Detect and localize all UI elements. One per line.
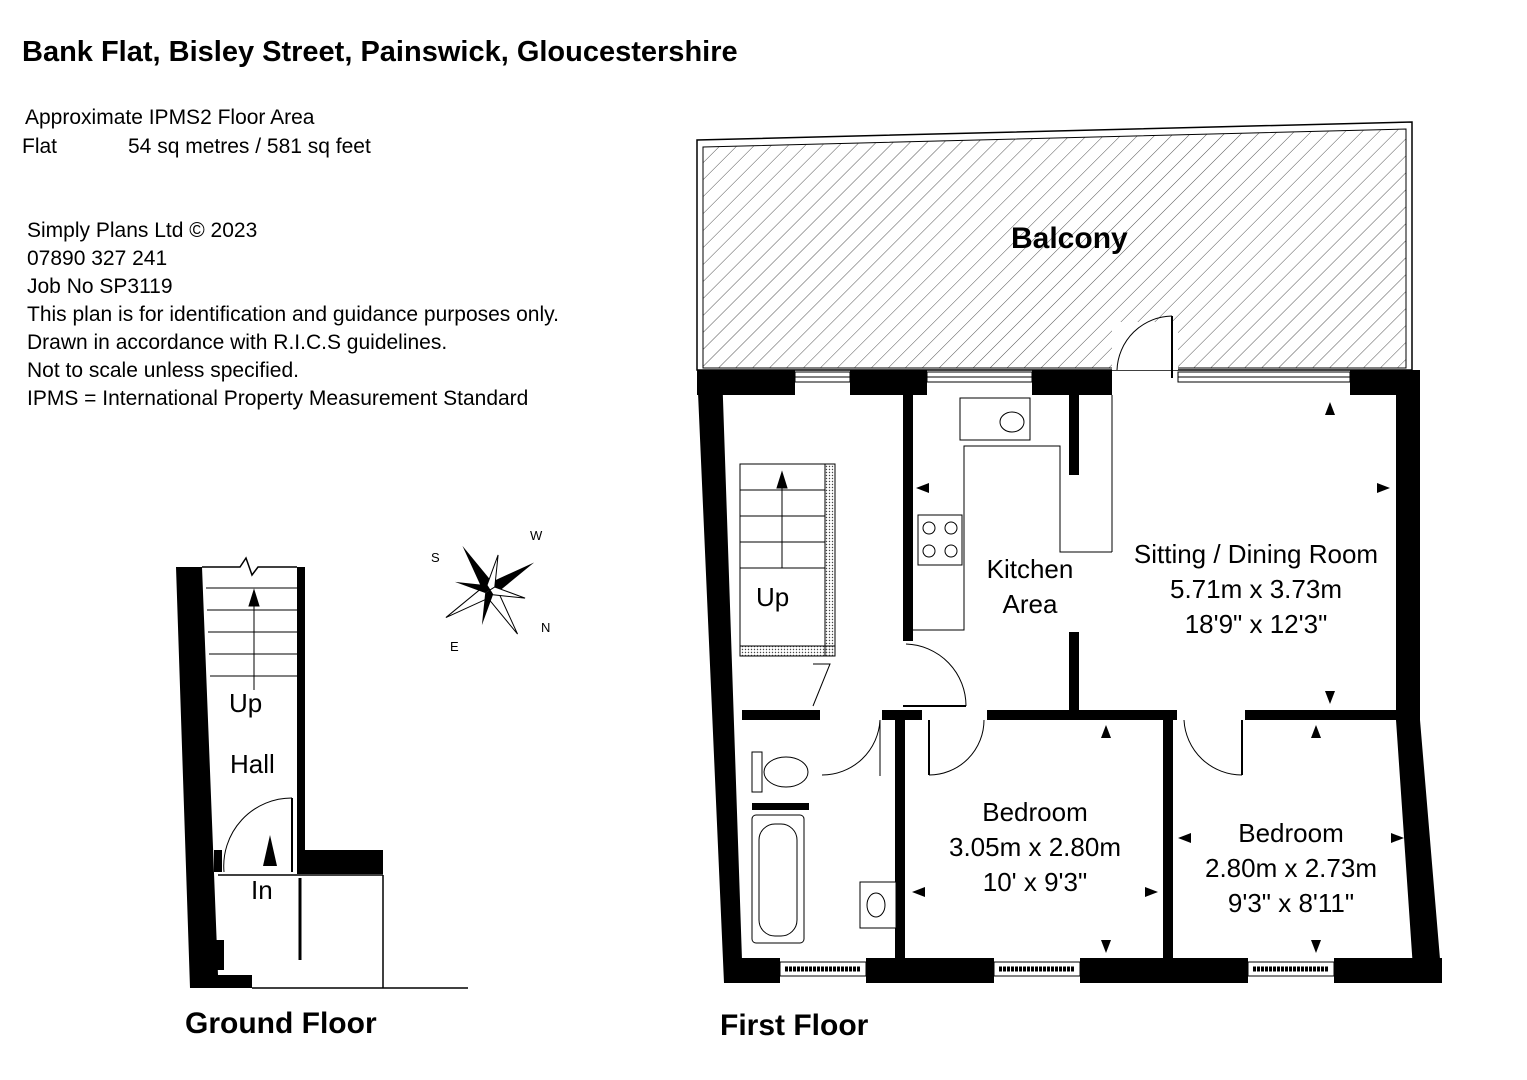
bedroom2-name: Bedroom bbox=[1238, 818, 1344, 848]
first-floor-label: First Floor bbox=[720, 1009, 869, 1042]
first-floor-plan bbox=[696, 121, 1442, 983]
compass-n: N bbox=[541, 620, 550, 635]
first-door-swings bbox=[812, 643, 1243, 776]
area-heading: Approximate IPMS2 Floor Area bbox=[25, 106, 315, 129]
bedroom2-label: Bedroom 2.80m x 2.73m 9'3" x 8'11" bbox=[1186, 816, 1396, 921]
compass-e: E bbox=[450, 639, 459, 654]
area-row-value: 54 sq metres / 581 sq feet bbox=[128, 135, 371, 158]
bedroom1-label: Bedroom 3.05m x 2.80m 10' x 9'3" bbox=[930, 795, 1140, 900]
bedroom1-name: Bedroom bbox=[982, 797, 1088, 827]
credits-block: Simply Plans Ltd © 2023 07890 327 241 Jo… bbox=[27, 217, 559, 413]
sitting-room-label: Sitting / Dining Room 5.71m x 3.73m 18'9… bbox=[1116, 537, 1396, 642]
credit-rics: Drawn in accordance with R.I.C.S guideli… bbox=[27, 331, 448, 354]
ground-stair-break-line bbox=[202, 556, 297, 577]
first-stairs bbox=[739, 463, 836, 657]
credit-phone: 07890 327 241 bbox=[27, 247, 168, 270]
bedroom2-imperial: 9'3" x 8'11" bbox=[1227, 888, 1355, 918]
kitchen-label-line1: Kitchen bbox=[986, 554, 1074, 584]
ground-stairs-label: Up bbox=[229, 688, 263, 718]
first-stairs-label: Up bbox=[756, 582, 790, 612]
sitting-room-imperial: 18'9" x 12'3" bbox=[1184, 609, 1328, 639]
balcony-label: Balcony bbox=[1011, 222, 1128, 255]
ground-left-wall bbox=[176, 567, 252, 988]
credit-ipms: IPMS = International Property Measuremen… bbox=[27, 387, 529, 410]
ground-stairs bbox=[206, 587, 297, 690]
bathroom-fixtures bbox=[751, 751, 897, 944]
ground-floor-label: Ground Floor bbox=[185, 1007, 377, 1040]
credit-job: Job No SP3119 bbox=[27, 275, 173, 298]
first-windows bbox=[779, 371, 1351, 977]
compass-rose bbox=[445, 545, 535, 635]
ground-right-wall bbox=[297, 567, 383, 874]
ground-entrance-door bbox=[223, 797, 302, 960]
first-exterior-walls bbox=[697, 370, 1442, 983]
dimension-markers bbox=[912, 402, 1404, 953]
plan-title: Bank Flat, Bisley Street, Painswick, Glo… bbox=[22, 36, 738, 68]
balcony-door-swing bbox=[1116, 315, 1173, 371]
ground-hall-label: Hall bbox=[230, 749, 275, 779]
bedroom1-metric: 3.05m x 2.80m bbox=[949, 832, 1121, 862]
kitchen-label-line2: Area bbox=[1002, 589, 1058, 619]
ground-entry-arrow bbox=[263, 835, 277, 866]
kitchen-label: Kitchen Area bbox=[978, 552, 1082, 622]
compass-w: W bbox=[530, 528, 543, 543]
first-interior-walls bbox=[742, 395, 1396, 960]
ground-floor-plan bbox=[176, 556, 468, 989]
area-row-label: Flat bbox=[22, 135, 58, 158]
kitchen-units bbox=[913, 395, 1113, 631]
compass-s: S bbox=[431, 550, 440, 565]
sitting-room-metric: 5.71m x 3.73m bbox=[1170, 574, 1342, 604]
balcony-hatch bbox=[702, 128, 1407, 369]
bedroom2-metric: 2.80m x 2.73m bbox=[1205, 853, 1377, 883]
sitting-room-name: Sitting / Dining Room bbox=[1133, 539, 1379, 569]
credit-disclaimer: This plan is for identification and guid… bbox=[27, 303, 559, 326]
credit-company: Simply Plans Ltd © 2023 bbox=[27, 219, 258, 242]
credit-scale: Not to scale unless specified. bbox=[27, 359, 299, 382]
bedroom1-imperial: 10' x 9'3" bbox=[982, 867, 1088, 897]
ground-entrance-label: In bbox=[251, 875, 273, 905]
